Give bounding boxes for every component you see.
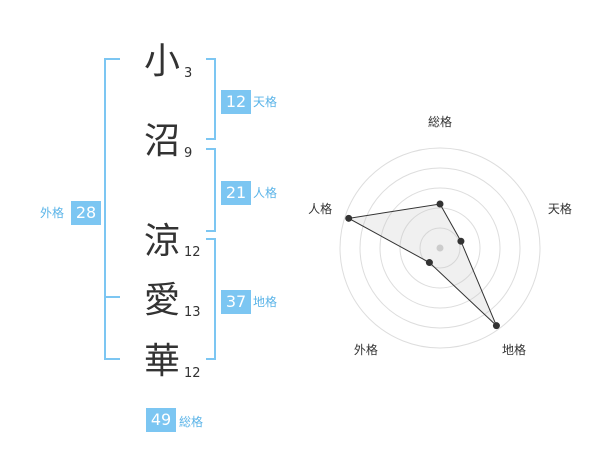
radar-point-4 <box>425 259 433 267</box>
radar-ring-5 <box>339 147 541 349</box>
radar-ring-1 <box>419 227 461 269</box>
radar-point-1 <box>436 200 444 208</box>
chikaku-badge: 37 <box>221 290 251 314</box>
name-char-4: 愛 <box>143 280 180 321</box>
radar-axis-label-3: 地格 <box>502 342 526 357</box>
stroke-count-4: 13 <box>184 305 201 320</box>
radar-ring-3 <box>379 187 501 309</box>
radar-point-5 <box>345 214 353 222</box>
chikaku-label: 地格 <box>253 295 278 309</box>
tenkaku-label: 天格 <box>253 95 278 109</box>
gaikaku-badge: 28 <box>71 201 101 225</box>
stroke-count-1: 3 <box>184 66 193 81</box>
bracket-chikaku <box>206 238 216 360</box>
tenkaku-badge: 12 <box>221 90 251 114</box>
radar-point-2 <box>457 237 465 245</box>
name-char-5: 華 <box>143 341 180 382</box>
name-char-2: 沼 <box>143 121 180 162</box>
bracket-gaikaku <box>104 58 120 360</box>
radar-ring-4 <box>359 167 521 329</box>
radar-ring-2 <box>399 207 481 289</box>
bracket-jinkaku <box>206 148 216 232</box>
bracket-tenkaku <box>206 58 216 140</box>
jinkaku-label: 人格 <box>253 186 278 200</box>
bracket-gaikaku-tick <box>104 296 120 298</box>
radar-axis-label-1: 総格 <box>428 114 452 129</box>
radar-point-3 <box>492 322 500 330</box>
name-char-3: 涼 <box>143 221 180 262</box>
stroke-count-2: 9 <box>184 146 193 161</box>
stroke-count-5: 12 <box>184 366 201 381</box>
radar-center-dot <box>436 244 444 252</box>
radar-axis-label-4: 外格 <box>354 342 378 357</box>
stroke-count-3: 12 <box>184 245 201 260</box>
sokaku-badge: 49 <box>146 408 176 432</box>
name-char-1: 小 <box>143 41 180 82</box>
sokaku-label: 総格 <box>179 415 204 429</box>
radar-polygon <box>347 203 497 327</box>
radar-axis-label-2: 天格 <box>548 201 572 216</box>
gaikaku-label: 外格 <box>40 206 65 220</box>
jinkaku-badge: 21 <box>221 181 251 205</box>
radar-axis-label-5: 人格 <box>308 201 332 216</box>
